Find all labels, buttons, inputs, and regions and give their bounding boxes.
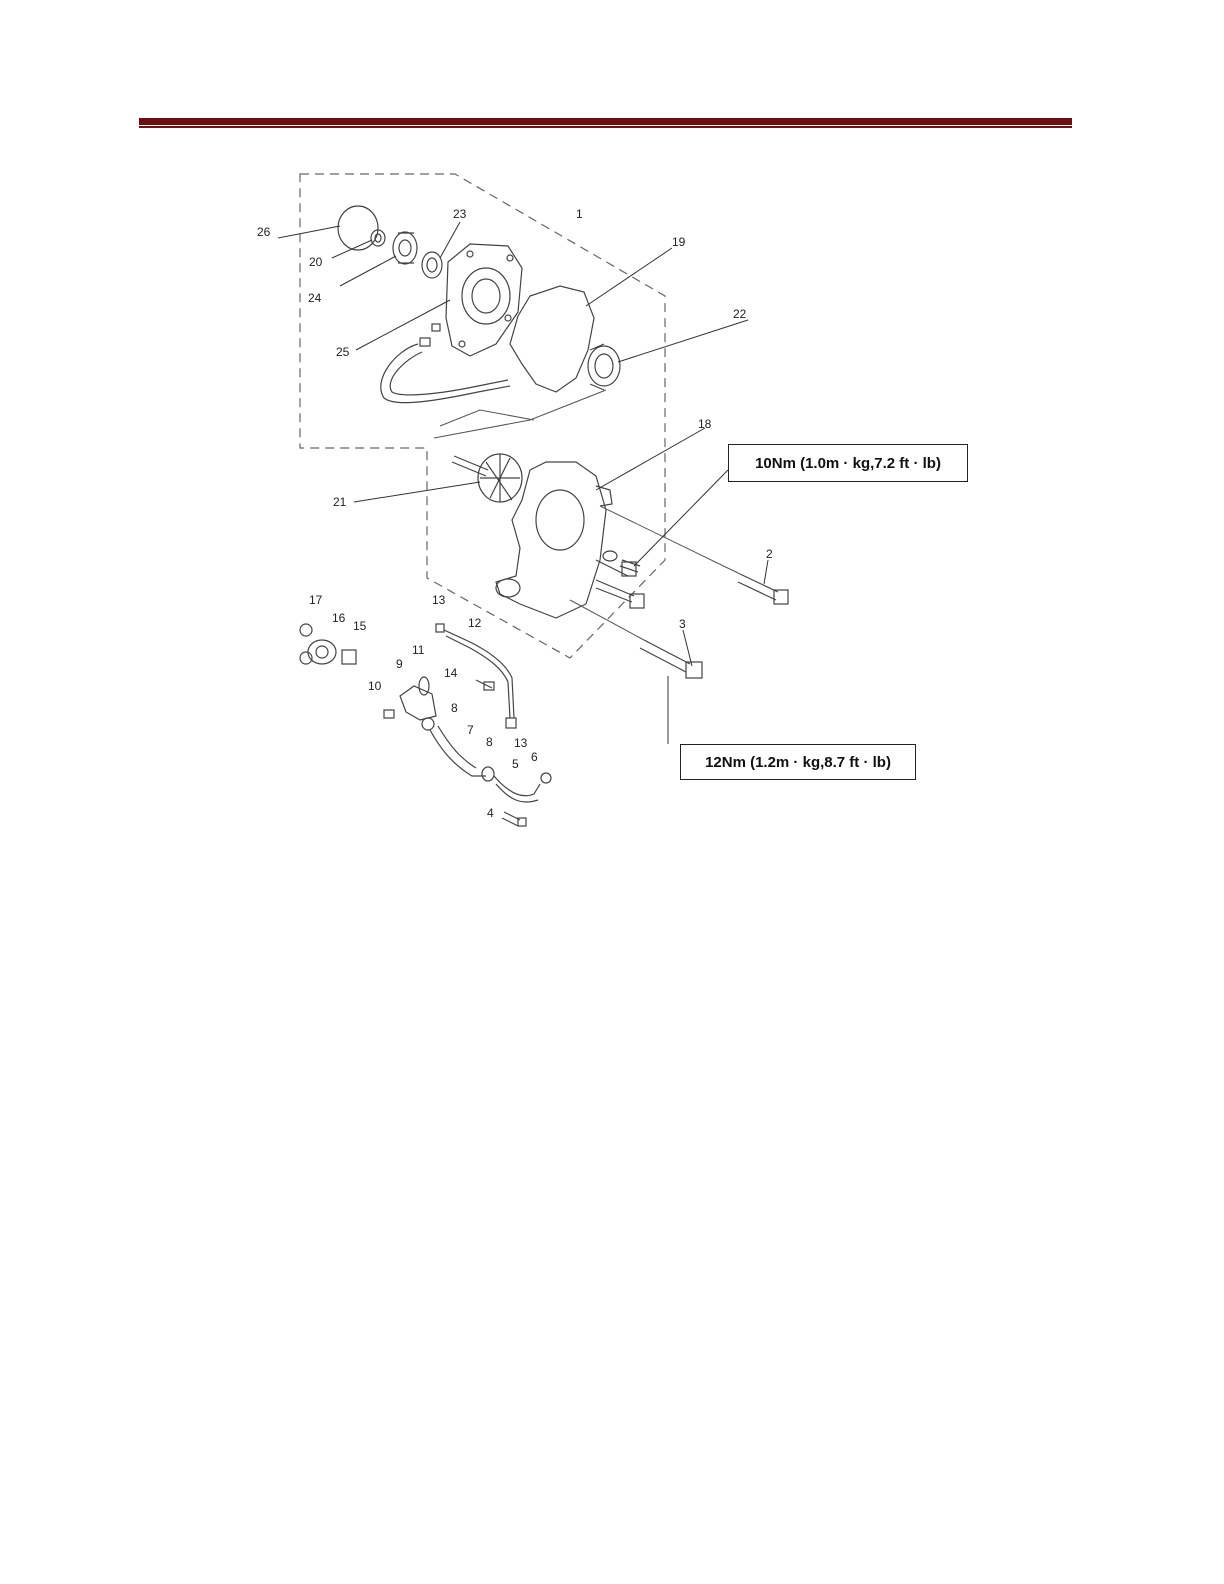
part-label-10: 10 xyxy=(368,679,382,693)
part-label-2: 2 xyxy=(766,547,773,561)
torque-callout-12nm: 12Nm (1.2m · kg,8.7 ft · lb) xyxy=(680,744,916,780)
part-label-20: 20 xyxy=(309,255,323,269)
washer-part xyxy=(603,551,617,561)
thermo-housing-parts xyxy=(300,624,356,664)
bearing-part xyxy=(393,232,417,264)
part-label-16: 16 xyxy=(332,611,346,625)
part-label-22: 22 xyxy=(733,307,747,321)
part-label-24: 24 xyxy=(308,291,322,305)
torque-callout-10nm: 10Nm (1.0m · kg,7.2 ft · lb) xyxy=(728,444,968,482)
part-label-9: 9 xyxy=(396,657,403,671)
part-label-4: 4 xyxy=(487,806,494,820)
o-ring-part xyxy=(338,206,378,250)
body-bolts-part xyxy=(596,560,644,608)
part-label-8-lower: 8 xyxy=(486,735,493,749)
part-label-7: 7 xyxy=(467,723,474,737)
fitting-part xyxy=(420,324,440,346)
assembly-mark: 1 xyxy=(576,207,583,221)
part-label-5: 5 xyxy=(512,757,519,771)
mechanical-seal-part xyxy=(588,344,620,390)
long-bolt-2-part xyxy=(738,574,788,604)
part-label-8-upper: 8 xyxy=(451,701,458,715)
oil-seal-part xyxy=(422,252,442,278)
breather-hose-part xyxy=(381,344,510,403)
elbow-fitting-part xyxy=(384,677,436,720)
part-label-13-bottom: 13 xyxy=(514,736,528,750)
part-label-6: 6 xyxy=(531,750,538,764)
gasket-part xyxy=(510,286,594,392)
pump-body-part xyxy=(496,462,612,618)
part-label-21: 21 xyxy=(333,495,347,509)
pump-cover-part xyxy=(446,244,522,356)
small-bolt-4-part xyxy=(502,812,526,826)
alignment-line xyxy=(570,600,644,640)
leader-lines xyxy=(278,222,768,744)
alignment-line xyxy=(440,410,534,426)
part-label-14: 14 xyxy=(444,666,458,680)
part-label-26: 26 xyxy=(257,225,271,239)
alignment-line xyxy=(434,390,606,438)
part-label-13-top: 13 xyxy=(432,593,446,607)
impeller-part xyxy=(452,454,522,502)
part-label-19: 19 xyxy=(672,235,686,249)
alignment-line xyxy=(600,506,740,574)
part-label-23: 23 xyxy=(453,207,467,221)
long-bolt-3-part xyxy=(640,640,702,678)
part-label-17: 17 xyxy=(309,593,323,607)
part-label-15: 15 xyxy=(353,619,367,633)
part-label-18: 18 xyxy=(698,417,712,431)
part-label-12: 12 xyxy=(468,616,482,630)
part-label-25: 25 xyxy=(336,345,350,359)
part-label-3: 3 xyxy=(679,617,686,631)
part-label-11: 11 xyxy=(412,643,425,657)
